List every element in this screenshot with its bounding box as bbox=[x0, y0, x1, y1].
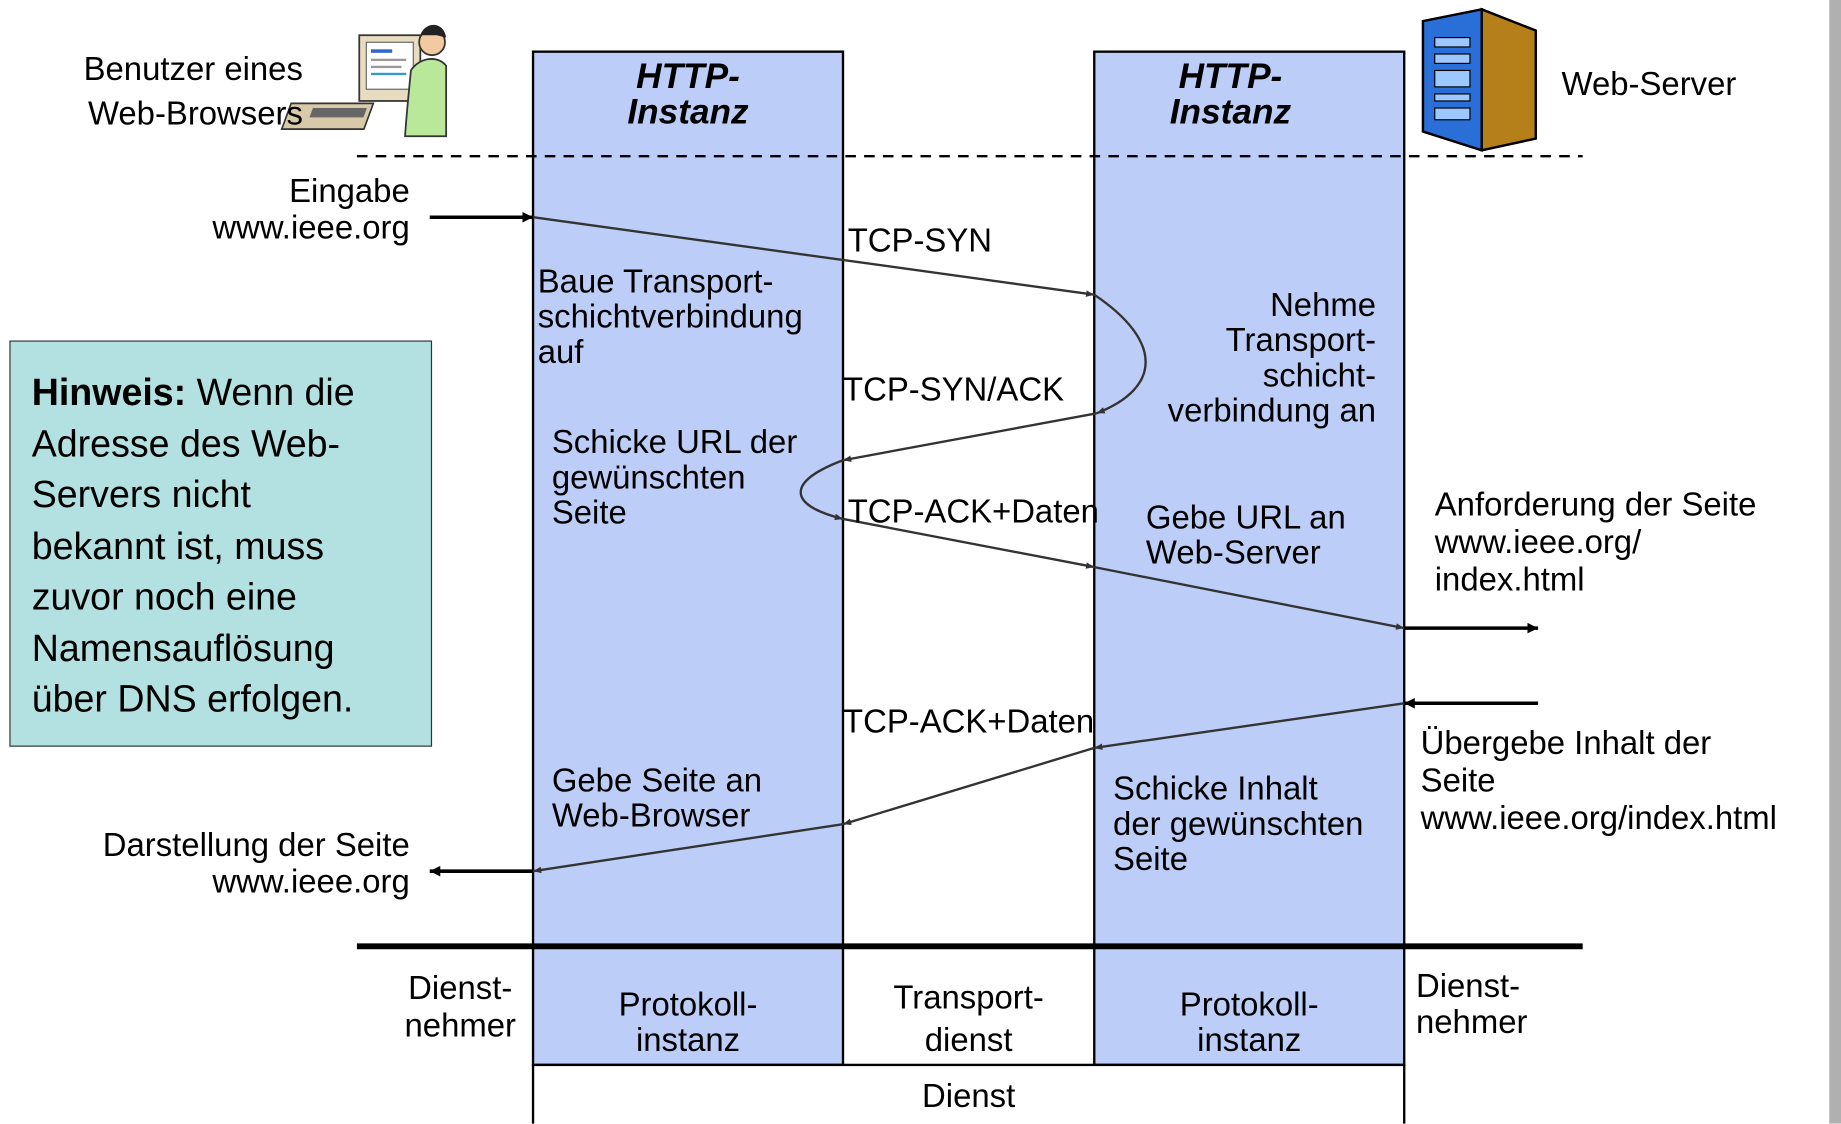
transport-service-label: Transport- dienst bbox=[893, 979, 1044, 1058]
server-lane-title: HTTP- Instanz bbox=[1169, 57, 1292, 132]
tcp-ack-data-request-arrow bbox=[842, 517, 1095, 569]
service-label: Dienst bbox=[922, 1077, 1016, 1115]
protocol-instance-left: Protokoll- instanz bbox=[618, 986, 758, 1058]
tcp-syn-label: TCP-SYN bbox=[847, 221, 993, 259]
server-processing-curve bbox=[1093, 293, 1147, 415]
service-user-right: Dienst- nehmer bbox=[1415, 967, 1528, 1041]
tcp-ack-data-response-label: TCP-ACK+Daten bbox=[843, 703, 1095, 740]
client-step-give-page: Gebe Seite an Web-Browser bbox=[551, 761, 763, 834]
hint-text: Wenn die Adresse des Web- Servers nicht … bbox=[31, 371, 355, 720]
server-step-send-content: Schicke Inhalt der gewünschten Seite bbox=[1113, 770, 1364, 878]
tcp-ack-data-response-arrow bbox=[842, 746, 1095, 826]
client-lane-title: HTTP- Instanz bbox=[627, 57, 749, 132]
content-from-server-arrow bbox=[1094, 702, 1405, 750]
tcp-synack-arrow bbox=[842, 412, 1097, 462]
client-http-lane bbox=[531, 50, 845, 1067]
tcp-syn-arrow bbox=[532, 216, 1095, 297]
deliver-content-label: Übergebe Inhalt der Seite www.ieee.org/i… bbox=[1420, 724, 1777, 836]
client-processing-curve bbox=[799, 459, 844, 521]
protocol-instance-right: Protokoll- instanz bbox=[1179, 986, 1319, 1058]
tcp-ack-data-request-label: TCP-ACK+Daten bbox=[847, 493, 1099, 530]
page-to-browser-arrow bbox=[532, 823, 844, 874]
service-user-left: Dienst- nehmer bbox=[404, 969, 516, 1044]
server-http-lane bbox=[1093, 50, 1406, 1067]
user-at-computer-icon bbox=[280, 24, 448, 138]
service-box bbox=[531, 1063, 1406, 1124]
client-label: Benutzer eines Web-Browsers bbox=[83, 50, 303, 132]
input-label: Eingabe www.ieee.org bbox=[212, 172, 410, 246]
display-label: Darstellung der Seite www.ieee.org bbox=[102, 826, 410, 900]
server-tower-icon bbox=[1421, 7, 1537, 152]
request-page-label: Anforderung der Seite www.ieee.org/ inde… bbox=[1434, 486, 1757, 598]
tcp-synack-label: TCP-SYN/ACK bbox=[843, 371, 1065, 408]
client-step-send-url: Schicke URL der gewünschten Seite bbox=[551, 423, 798, 531]
hint-bold-label: Hinweis: bbox=[31, 371, 187, 414]
hint-box: Hinweis: Wenn die Adresse des Web- Serve… bbox=[9, 340, 433, 747]
client-step-build-connection: Baue Transport- schichtverbindung auf bbox=[537, 262, 803, 370]
url-to-server-arrow bbox=[1094, 565, 1405, 630]
server-step-accept-connection: Nehme Transport- schicht- verbindung an bbox=[1167, 286, 1377, 429]
server-label: Web-Server bbox=[1561, 65, 1737, 103]
window-edge bbox=[1829, 0, 1841, 1124]
server-step-give-url: Gebe URL an Web-Server bbox=[1145, 498, 1346, 571]
